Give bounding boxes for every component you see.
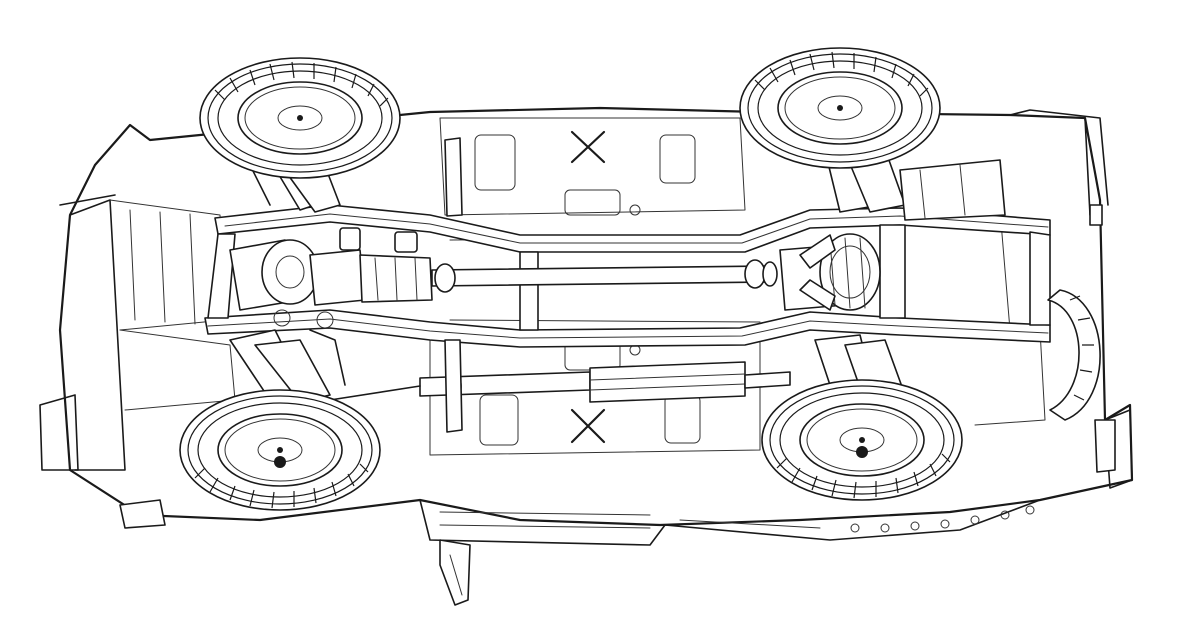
wheel-front-bottom (179, 389, 381, 511)
driveshaft (431, 259, 778, 293)
exhaust-system (279, 361, 791, 421)
rear-differential (779, 233, 881, 311)
spare-wheel (1047, 289, 1101, 421)
wheel-rear-bottom (761, 379, 963, 501)
wheel-rear-top (739, 47, 941, 169)
ladder-frame (204, 204, 1051, 348)
side-step (439, 539, 471, 606)
front-axle-assembly (229, 227, 433, 329)
wheel-front-top (199, 57, 401, 179)
mounting-bolts (850, 505, 1035, 533)
frame-brackets (119, 137, 1116, 529)
